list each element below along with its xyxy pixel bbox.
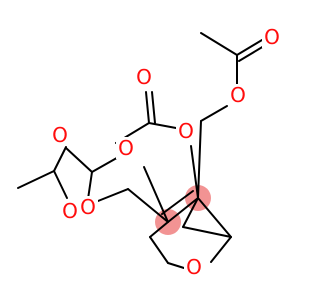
bond-methyl-top — [200, 32, 238, 56]
label-bg-ester-upper — [176, 120, 196, 142]
bond-ch2-left — [127, 188, 169, 223]
bond-core-bridge — [182, 197, 199, 228]
bond-methyl-left — [17, 170, 55, 189]
bond-core-right-lower — [210, 236, 232, 263]
atom-o-ester-upper: O — [178, 119, 194, 143]
label-bg-ester-right — [228, 84, 248, 106]
bond-o-ring-right — [190, 145, 199, 199]
bond-core-left-lower — [149, 236, 169, 264]
atom-o-ring: O — [186, 255, 202, 279]
label-bg-carbonyl-left-bottom — [60, 200, 80, 222]
bond-center-carbonyl — [87, 171, 93, 200]
bond-carbonyl-upper-1 — [145, 91, 150, 124]
bond-carbonyl-top-1 — [236, 39, 263, 56]
atom-o-carbonyl-upper: O — [136, 65, 152, 89]
bond-core-right — [197, 197, 232, 238]
bond-acyl-upper-o — [148, 122, 177, 129]
bond-core-ring-o-left — [167, 262, 185, 269]
bond-ester-ch2 — [97, 188, 129, 202]
atom-o-carbonyl-top-right: O — [264, 25, 280, 49]
label-bg-carbonyl-upper — [134, 66, 154, 88]
atom-o-ester-right: O — [230, 83, 246, 107]
molecule-structure: O O O O O O O O O — [17, 25, 282, 279]
bond-core-left — [149, 221, 169, 238]
molecule-canvas: O O O O O O O O O — [17, 25, 282, 279]
atom-labels: O O O O O O O O O — [50, 25, 282, 279]
bond-carbonyl-left-1 — [53, 146, 67, 172]
bond-carbonyl-left-2 — [53, 170, 68, 199]
atom-o-ester-left: O — [80, 195, 96, 219]
bond-ch2-right-o — [200, 105, 228, 122]
bond-carbonyl-top-2 — [238, 45, 265, 62]
bond-o-ring-left — [143, 166, 169, 223]
label-bg-ring — [184, 256, 204, 278]
bond-ch2-right — [197, 120, 202, 199]
bond-left-to-center — [65, 147, 93, 173]
label-bg-ester-left — [78, 196, 98, 218]
atom-o-carbonyl-left-bottom: O — [62, 199, 78, 223]
atom-o-carbonyl-left-top: O — [52, 123, 68, 147]
bond-core-bridge-2 — [182, 226, 232, 238]
bond-core-double-2 — [161, 190, 194, 215]
label-bg-ester-center — [116, 137, 136, 159]
bond-core-double-1 — [167, 197, 199, 223]
atom-o-ester-center: O — [118, 136, 134, 160]
label-bg-carbonyl-left-top — [50, 124, 70, 146]
bond-carbonyl-upper-2 — [151, 91, 156, 124]
label-bg-top-right — [262, 26, 282, 48]
carbon-bonds — [17, 32, 265, 269]
